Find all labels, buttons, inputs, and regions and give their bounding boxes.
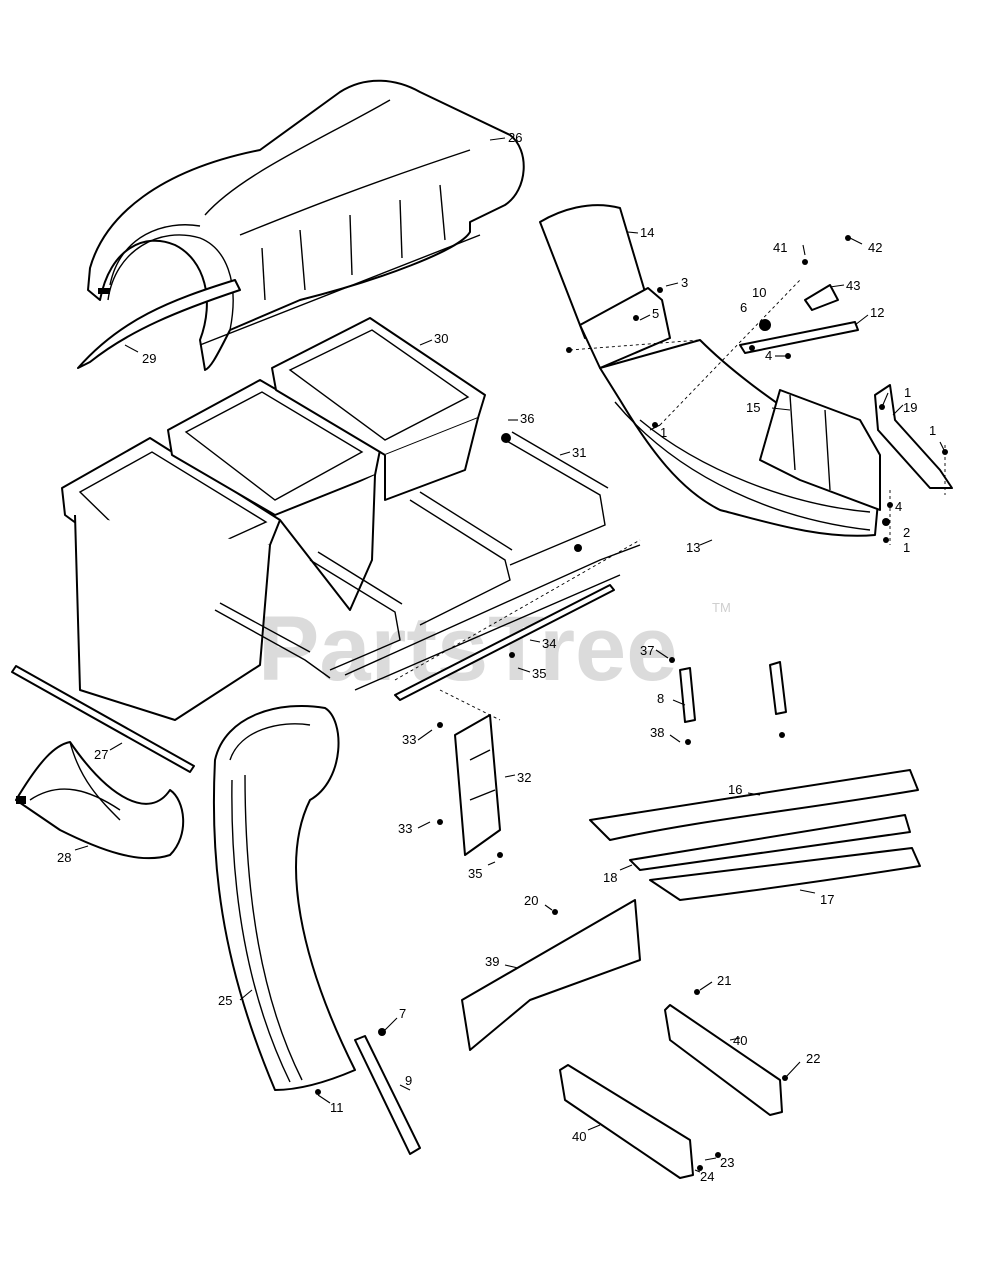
callout-label: 30 (434, 331, 448, 346)
callout-label: 24 (700, 1169, 714, 1184)
part-mounting-rod (394, 584, 615, 701)
callout-label: 17 (820, 892, 834, 907)
callout-label: 3 (681, 275, 688, 290)
part-cover-strip (77, 279, 241, 369)
watermark-trademark: TM (712, 600, 731, 615)
callout-label: 33 (398, 821, 412, 836)
callout-label: 43 (846, 278, 860, 293)
part-long-bracket (461, 899, 641, 1051)
callout-label: 38 (650, 725, 664, 740)
callout-label: 4 (765, 348, 772, 363)
callout-label: 1 (903, 540, 910, 555)
part-upper-chute (539, 204, 881, 537)
callout-label: 32 (517, 770, 531, 785)
callout-label: 42 (868, 240, 882, 255)
part-deflector (15, 741, 185, 860)
callout-label: 10 (752, 285, 766, 300)
callout-label: 6 (740, 300, 747, 315)
callout-label: 29 (142, 351, 156, 366)
callout-label: 2 (903, 525, 910, 540)
callout-label: 22 (806, 1051, 820, 1066)
part-side-plates (559, 1004, 783, 1179)
callout-label: 35 (468, 866, 482, 881)
part-right-bracket (874, 384, 953, 489)
callout-label: 1 (929, 423, 936, 438)
callout-label: 5 (652, 306, 659, 321)
callout-label: 23 (720, 1155, 734, 1170)
callout-label: 41 (773, 240, 787, 255)
part-pivot-rod (739, 284, 859, 354)
callout-label: 21 (717, 973, 731, 988)
callout-label: 4 (895, 499, 902, 514)
callout-label: 25 (218, 993, 232, 1008)
callout-label: 1 (660, 425, 667, 440)
part-bag-frames (61, 317, 486, 721)
part-latch-plate (437, 714, 503, 858)
callout-label: 8 (657, 691, 664, 706)
callout-label: 39 (485, 954, 499, 969)
callout-label: 11 (330, 1100, 344, 1115)
callout-label: 27 (94, 747, 108, 762)
hardware-fasteners (315, 235, 948, 1171)
callout-label: 20 (524, 893, 538, 908)
callout-label: 14 (640, 225, 654, 240)
callout-label: 19 (903, 400, 917, 415)
part-support-bar (354, 1028, 421, 1155)
part-hinges (679, 661, 787, 745)
callouts: 1 1 1 1 2 3 4 4 5 6 7 8 9 10 11 12 13 14… (57, 130, 946, 1184)
part-lower-chute (212, 704, 356, 1091)
callout-label: 7 (399, 1006, 406, 1021)
callout-label: 34 (542, 636, 556, 651)
callout-label: 18 (603, 870, 617, 885)
part-mounting-bracket (759, 389, 881, 511)
callout-label: 35 (532, 666, 546, 681)
callout-label: 9 (405, 1073, 412, 1088)
callout-label: 33 (402, 732, 416, 747)
callout-label: 40 (733, 1033, 747, 1048)
part-support-rod (11, 665, 195, 773)
part-bag-support-frame (214, 431, 641, 691)
callout-label: 1 (904, 385, 911, 400)
callout-label: 12 (870, 305, 884, 320)
callout-label: 15 (746, 400, 760, 415)
callout-label: 36 (520, 411, 534, 426)
part-plates (589, 769, 921, 901)
callout-label: 31 (572, 445, 586, 460)
callout-label: 13 (686, 540, 700, 555)
part-top-cover (87, 79, 525, 371)
callout-label: 26 (508, 130, 522, 145)
callout-label: 16 (728, 782, 742, 797)
callout-label: 28 (57, 850, 71, 865)
callout-label: 37 (640, 643, 654, 658)
watermark: PartsTree (258, 598, 677, 700)
callout-label: 40 (572, 1129, 586, 1144)
alignment-lines (394, 279, 946, 721)
